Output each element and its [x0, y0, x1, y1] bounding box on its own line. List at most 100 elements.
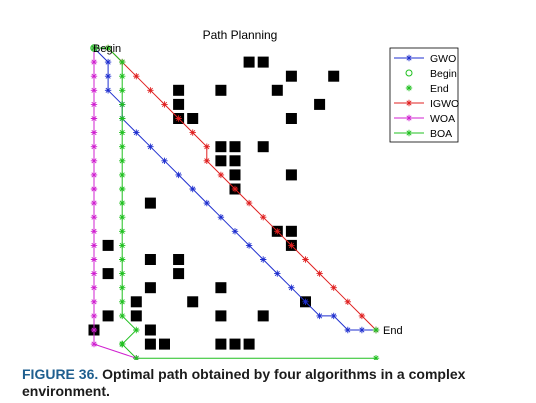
boa-path-point — [119, 157, 126, 164]
igwo-path-point — [358, 312, 366, 320]
obstacle-cell — [271, 84, 283, 96]
boa-path-point — [119, 185, 126, 193]
gwo-path-point — [161, 157, 168, 164]
obstacle-cell — [285, 169, 297, 181]
boa-path-point — [119, 312, 126, 320]
gwo-path-point — [203, 199, 210, 207]
obstacle-cell — [187, 296, 199, 308]
figure-number: FIGURE 36. — [22, 366, 99, 382]
boa-path-point — [119, 228, 126, 235]
chart-title: Path Planning — [203, 28, 278, 42]
boa-path-point — [119, 199, 126, 207]
obstacle-cell — [144, 338, 156, 350]
obstacle-cell — [229, 141, 241, 153]
obstacle-cell — [173, 268, 185, 280]
gwo-path-point — [316, 312, 323, 320]
end-marker — [372, 326, 380, 334]
igwo-path-point — [189, 129, 196, 136]
boa-path-point — [119, 58, 126, 66]
woa-path-point — [90, 58, 98, 66]
woa-path-point — [90, 157, 98, 164]
gwo-path-point — [344, 326, 351, 334]
obstacle-cell — [102, 239, 114, 251]
obstacle-layer — [88, 56, 340, 350]
boa-path-point — [119, 143, 126, 150]
figure-caption: FIGURE 36. Optimal path obtained by four… — [22, 366, 522, 400]
caption-text: Optimal path obtained by four algorithms… — [22, 366, 466, 399]
obstacle-cell — [257, 310, 269, 322]
woa-path-point — [90, 199, 98, 207]
woa-path-point — [90, 115, 98, 122]
obstacle-cell — [173, 84, 185, 96]
obstacle-cell — [243, 338, 255, 350]
woa-path-point — [90, 214, 98, 221]
obstacle-cell — [257, 56, 269, 68]
end-label: End — [383, 325, 403, 337]
boa-path-point — [119, 101, 126, 108]
woa-path-point — [90, 101, 98, 108]
boa-path-point — [119, 129, 126, 136]
legend-marker — [405, 99, 413, 107]
boa-path-point — [104, 44, 112, 52]
obstacle-cell — [215, 282, 227, 294]
legend-label-boa: BOA — [430, 128, 452, 140]
obstacle-cell — [215, 310, 227, 322]
obstacle-cell — [173, 98, 185, 110]
obstacle-cell — [285, 113, 297, 124]
begin-label: Begin — [93, 43, 121, 55]
obstacle-cell — [159, 338, 170, 350]
woa-path-point — [90, 326, 98, 334]
gwo-path-point — [330, 312, 337, 320]
igwo-path-point — [217, 171, 225, 179]
woa-path-point — [90, 270, 98, 277]
boa-path-point — [133, 355, 140, 360]
legend-marker — [405, 54, 413, 62]
obstacle-cell — [102, 268, 114, 280]
boa-path-point — [119, 284, 126, 291]
gwo-path-point — [358, 326, 366, 334]
gwo-path-point — [175, 171, 182, 179]
obstacle-cell — [229, 338, 241, 350]
gwo-path-point — [133, 129, 140, 136]
boa-path-point — [119, 242, 126, 249]
legend-label-woa: WOA — [430, 113, 455, 125]
obstacle-cell — [173, 254, 185, 265]
woa-path-point — [90, 143, 98, 150]
legend-box — [389, 47, 459, 143]
woa-path-point — [90, 228, 98, 235]
woa-path-point — [90, 298, 98, 305]
begin-marker — [90, 44, 98, 52]
gwo-path-point — [231, 228, 239, 235]
obstacle-cell — [285, 70, 297, 82]
woa-path-point — [90, 171, 98, 179]
obstacle-cell — [215, 338, 227, 350]
gwo-path-point — [217, 214, 225, 221]
obstacle-cell — [328, 70, 340, 82]
legend-marker — [405, 84, 413, 92]
woa-path-point — [90, 185, 98, 193]
boa-path-point — [119, 214, 126, 221]
obstacle-cell — [130, 296, 142, 308]
legend-label-end: End — [430, 83, 449, 95]
obstacle-cell — [215, 155, 227, 167]
woa-path-point — [90, 87, 98, 94]
legend-label-begin: Begin — [430, 68, 457, 80]
boa-path-point — [119, 171, 126, 179]
legend-label-gwo: GWO — [430, 53, 456, 65]
obstacle-cell — [144, 324, 156, 336]
boa-path-point — [133, 326, 140, 334]
woa-path-line — [93, 48, 137, 359]
igwo-path-point — [203, 143, 210, 150]
igwo-path-point — [175, 115, 182, 122]
obstacle-cell — [215, 141, 227, 153]
legend-marker — [405, 114, 413, 122]
legend-marker — [405, 69, 413, 77]
boa-path-point — [372, 355, 380, 360]
obstacle-cell — [314, 98, 326, 110]
gwo-path-point — [147, 143, 154, 150]
gwo-path-point — [104, 73, 112, 80]
gwo-path-point — [274, 270, 281, 277]
gwo-path-point — [189, 185, 196, 193]
